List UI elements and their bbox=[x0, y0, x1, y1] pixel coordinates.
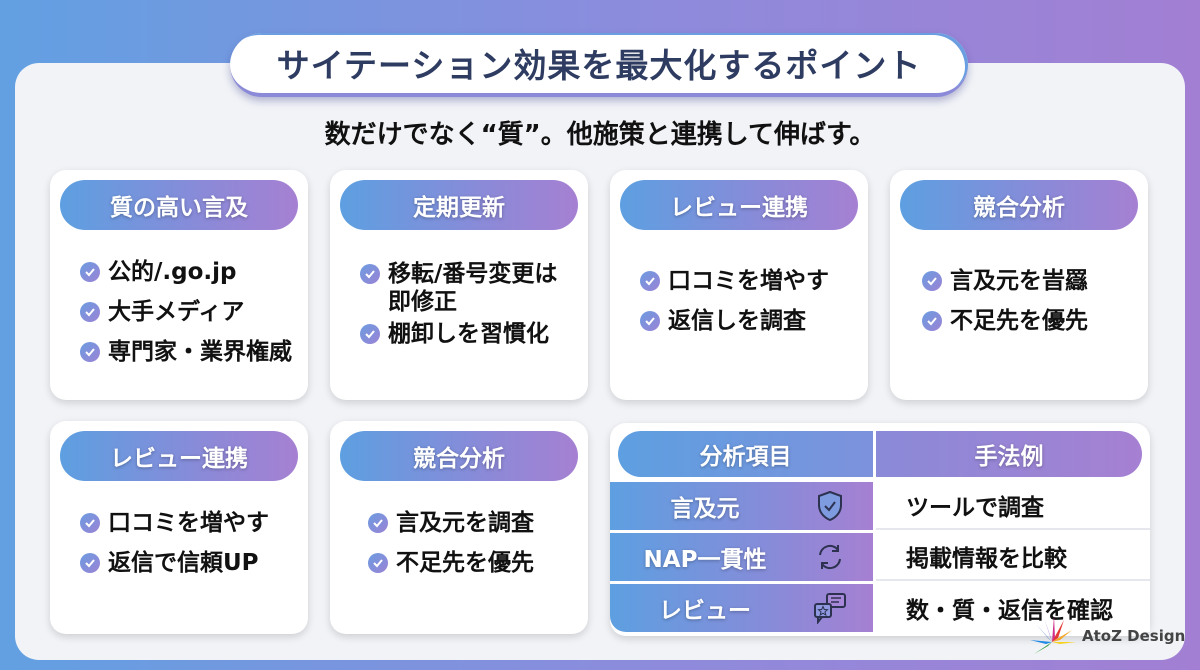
check-icon bbox=[640, 271, 660, 291]
list-item: 言及元を調査 bbox=[368, 509, 578, 537]
table-header-item: 分析項目 bbox=[618, 431, 873, 477]
list-item: 大手メディア bbox=[80, 298, 298, 326]
analysis-table: 分析項目 手法例 言及元 ツールで調査 NAP一貫性 掲載情報を比較 レビュー … bbox=[610, 423, 1150, 636]
check-icon bbox=[80, 262, 100, 282]
list-item: 不足先を優先 bbox=[368, 549, 578, 577]
list-item: 返信しを調査 bbox=[640, 307, 858, 335]
list-item: 返信で信頼UP bbox=[80, 549, 298, 577]
card-competitor-analysis-2: 競合分析 言及元を調査 不足先を優先 bbox=[330, 421, 588, 634]
list-item: 棚卸しを習慣化 bbox=[360, 320, 578, 348]
list-item: 口コミを増やす bbox=[640, 267, 858, 295]
card-heading: 競合分析 bbox=[340, 431, 578, 481]
review-chat-icon bbox=[800, 592, 860, 624]
shield-check-icon bbox=[800, 490, 860, 522]
logo-burst-icon bbox=[1030, 616, 1076, 654]
check-icon bbox=[360, 324, 380, 344]
table-row-value: 数・質・返信を確認 bbox=[876, 584, 1150, 632]
table-row-label: レビュー bbox=[610, 584, 873, 632]
card-heading: レビュー連携 bbox=[60, 431, 298, 481]
list-item: 言及元を旹羉 bbox=[922, 267, 1138, 295]
check-icon bbox=[80, 302, 100, 322]
table-row-value: ツールで調査 bbox=[876, 482, 1150, 530]
check-icon bbox=[922, 271, 942, 291]
check-icon bbox=[80, 553, 100, 573]
list-item: 移転/番号変更は即修正 bbox=[360, 260, 578, 316]
check-icon bbox=[368, 553, 388, 573]
brand-logo: AtoZ Design bbox=[1026, 616, 1185, 656]
card-review-integration-2: レビュー連携 口コミを増やす 返信で信頼UP bbox=[50, 421, 308, 634]
check-icon bbox=[368, 513, 388, 533]
page-title: サイテーション効果を最大化するポイント bbox=[230, 33, 968, 97]
subtitle: 数だけでなく“質”。他施策と連携して伸ばす。 bbox=[324, 120, 876, 150]
refresh-icon bbox=[800, 542, 860, 572]
table-row-label: 言及元 bbox=[610, 482, 873, 530]
card-heading: レビュー連携 bbox=[620, 180, 858, 230]
check-icon bbox=[360, 264, 380, 284]
list-item: 口コミを増やす bbox=[80, 509, 298, 537]
card-heading: 競合分析 bbox=[900, 180, 1138, 230]
check-icon bbox=[922, 311, 942, 331]
table-row-value: 掲載情報を比較 bbox=[876, 533, 1150, 581]
card-quality-mentions: 質の高い言及 公的/.go.jp 大手メディア 専門家・業界権威 bbox=[50, 170, 308, 400]
card-regular-updates: 定期更新 移転/番号変更は即修正 棚卸しを習慣化 bbox=[330, 170, 588, 400]
logo-text: AtoZ Design bbox=[1082, 627, 1186, 645]
table-header-method: 手法例 bbox=[876, 431, 1142, 477]
list-item: 不足先を優先 bbox=[922, 307, 1138, 335]
card-review-integration: レビュー連携 口コミを増やす 返信しを調査 bbox=[610, 170, 868, 400]
card-heading: 質の高い言及 bbox=[60, 180, 298, 230]
check-icon bbox=[80, 513, 100, 533]
list-item: 専門家・業界権威 bbox=[80, 338, 298, 366]
check-icon bbox=[640, 311, 660, 331]
check-icon bbox=[80, 342, 100, 362]
table-row-label: NAP一貫性 bbox=[610, 533, 873, 581]
card-heading: 定期更新 bbox=[340, 180, 578, 230]
list-item: 公的/.go.jp bbox=[80, 258, 298, 286]
card-competitor-analysis: 競合分析 言及元を旹羉 不足先を優先 bbox=[890, 170, 1148, 400]
